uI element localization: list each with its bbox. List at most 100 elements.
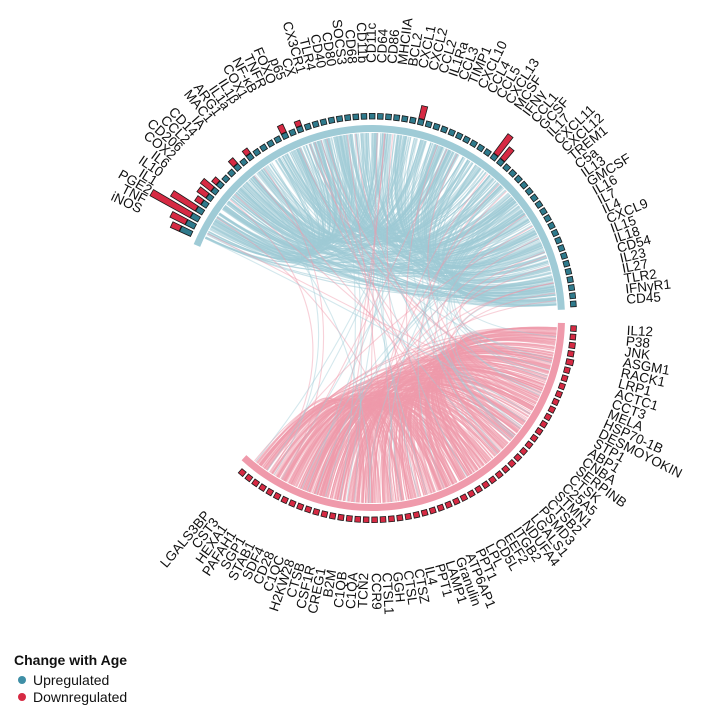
ribbon-cross [324,219,530,498]
ribbon-up [237,190,554,290]
upregulated-up-bar [360,113,368,120]
ribbon-up [207,148,448,263]
ribbon-down [362,405,447,503]
upregulated-up-bar [266,139,275,148]
upregulated-up-bar [547,221,556,230]
upregulated-up-bar [424,120,433,129]
ribbon-up [250,161,473,245]
downregulated-down-bar [444,500,453,509]
ribbon-cross [229,199,314,474]
ribbon-cross [441,255,547,461]
ribbon-up [239,143,434,245]
ribbon-up [351,134,455,232]
downregulated-down-bar [354,515,362,523]
gene-label: CTSL [401,569,421,606]
downregulated-down-bar [296,502,305,511]
upregulated-down-bar [169,221,183,232]
ribbon-up [336,135,405,228]
upregulated-up-bar [557,243,566,253]
ribbon-down [320,363,547,496]
downregulated-down-bar [396,514,404,522]
bar-track [149,104,577,524]
ribbon-up [214,209,523,268]
upregulated-up-bar [502,163,512,173]
upregulated-up-bar [462,135,471,145]
ribbon-down [292,393,496,486]
ribbon-cross [446,210,523,429]
ribbon-cross [253,175,493,459]
ribbon-cross [338,135,542,394]
gene-label: GGH [390,571,408,603]
ribbon-cross [405,144,445,489]
ribbon-down [406,333,557,499]
ribbon-cross [240,187,371,503]
ribbon-down [426,383,522,482]
ribbon-cross [449,199,548,377]
upregulated-up-bar [252,147,262,157]
upregulated-up-bar [311,120,320,129]
ribbon-up [262,139,339,238]
ribbon-cross [386,134,428,495]
upregulated-up-bar [303,122,312,131]
downregulated-down-bar [237,468,247,478]
ribbon-down [388,353,552,503]
ribbon-cross [342,282,554,501]
upregulated-up-bar [195,205,206,216]
upregulated-down-bar [241,147,252,157]
ribbon-cross [274,160,498,455]
upregulated-up-bar [319,118,328,126]
ribbon-cross [305,145,553,360]
downregulated-down-bar [569,333,577,341]
ribbon-cross [281,148,448,480]
gene-label: TCN2 [355,573,371,609]
ribbon-cross [454,285,555,422]
upregulated-up-bar [215,180,225,190]
downregulated-down-bar [534,426,544,436]
upregulated-up-bar [401,115,409,123]
downregulated-down-bar [466,489,476,499]
upregulated-down-bar [227,157,239,168]
upregulated-down-bar [276,123,287,135]
upregulated-up-bar [409,116,417,125]
gene-label: CD68 [342,29,360,65]
ribbon-cross [446,282,554,453]
ribbon-up [429,159,521,254]
downregulated-down-bar [379,516,387,523]
ribbon-down [331,377,535,499]
legend-swatch-upregulated [18,675,26,684]
gene-label: CD64 [374,28,390,64]
ribbon-cross [309,143,544,388]
ribbon-up [374,133,550,279]
ribbon-cross [354,133,524,426]
upregulated-up-bar [200,199,210,209]
upregulated-up-bar [416,118,425,127]
upregulated-up-bar [377,113,384,120]
upregulated-down-bar [493,133,514,157]
legend-label-upregulated: Upregulated [33,671,110,688]
upregulated-up-bar [179,225,194,237]
downregulated-down-bar [459,493,469,502]
ribbon-down [435,366,543,473]
legend-swatch-downregulated [18,692,26,701]
ribbon-down [446,331,557,454]
upregulated-up-bar [245,152,255,162]
ribbon-cross [368,133,512,441]
upregulated-up-bar [210,186,220,196]
downregulated-down-bar [362,516,370,523]
ribbon-cross [433,214,526,473]
gene-label: BCL2 [405,32,425,68]
gene-label: IL27 [621,256,650,276]
ribbon-down [426,386,513,481]
ribbon-down [266,400,403,501]
ribbon-cross [427,157,514,438]
downregulated-down-bar [265,487,275,497]
ribbon-up [450,199,548,279]
ribbon-up [332,136,506,244]
downregulated-down-bar [280,495,289,505]
ribbon-down [427,343,555,485]
gene-labels: CD45IFNγR1TLR2IL27IL23CD54IL18IL15CXCL9I… [109,17,685,615]
gene-label: IL12 [626,323,653,339]
ribbon-cross [453,212,550,371]
gene-label: CD80 [319,31,339,67]
